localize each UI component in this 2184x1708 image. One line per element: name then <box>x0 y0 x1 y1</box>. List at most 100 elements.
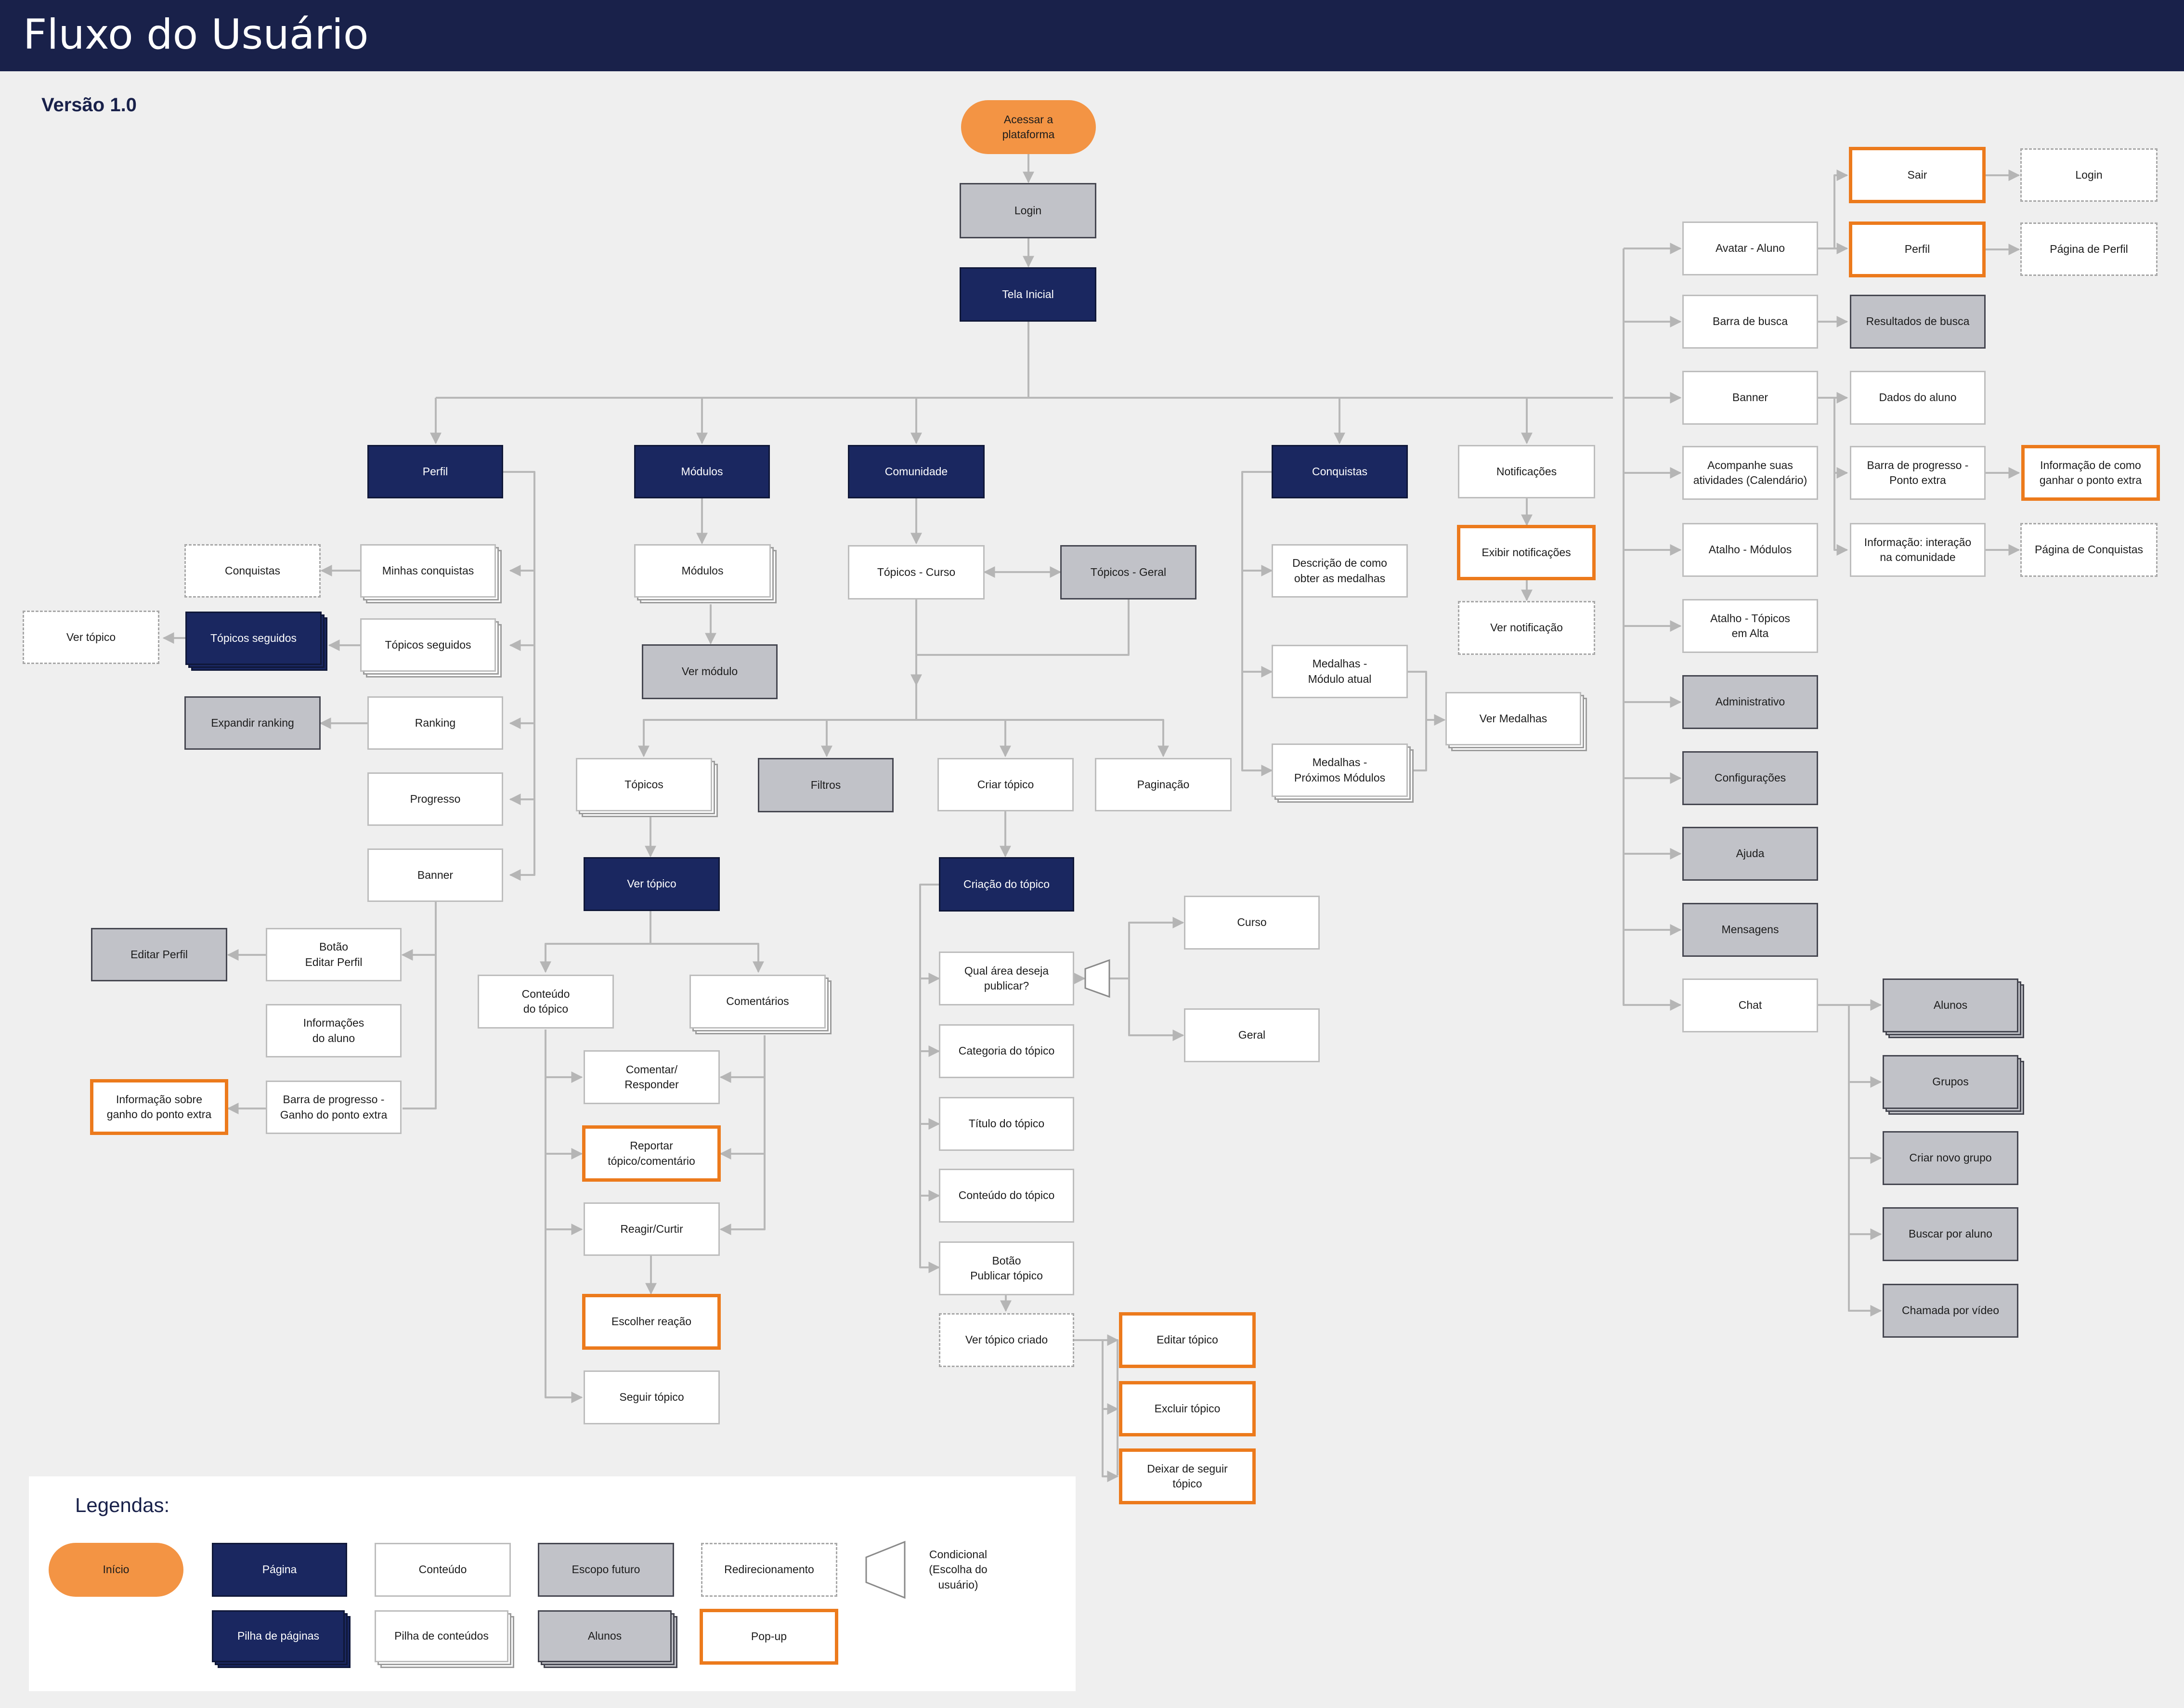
header-bar: Fluxo do Usuário <box>0 0 2184 71</box>
popup-reportar[interactable]: Reportar tópico/comentário <box>582 1125 721 1182</box>
redirect-pagina-perfil[interactable]: Página de Perfil <box>2020 222 2158 276</box>
node-medalhas-atual[interactable]: Medalhas - Módulo atual <box>1272 645 1408 698</box>
node-topicos-curso[interactable]: Tópicos - Curso <box>848 545 985 600</box>
node-modulos-list[interactable]: Módulos <box>634 544 771 598</box>
node-login[interactable]: Login <box>960 183 1096 238</box>
node-topicos-seguidos[interactable]: Tópicos seguidos <box>360 618 496 672</box>
legend-alunos: Alunos <box>538 1610 672 1662</box>
node-titulo-topico[interactable]: Título do tópico <box>939 1097 1074 1151</box>
node-barra-progresso-ponto[interactable]: Barra de progresso - Ponto extra <box>1850 446 1986 500</box>
node-conquistas[interactable]: Conquistas <box>1272 445 1408 498</box>
node-info-interacao[interactable]: Informação: interação na comunidade <box>1850 523 1986 577</box>
version-label: Versão 1.0 <box>41 94 137 116</box>
legend-pilha-conteudos: Pilha de conteúdos <box>375 1610 508 1662</box>
popup-info-ganho-ponto[interactable]: Informação sobre ganho do ponto extra <box>90 1079 228 1135</box>
redirect-ver-topico[interactable]: Ver tópico <box>23 611 159 664</box>
node-expandir-ranking[interactable]: Expandir ranking <box>184 696 321 750</box>
node-perfil[interactable]: Perfil <box>367 445 503 498</box>
legend-title: Legendas: <box>75 1494 170 1516</box>
legend-panel: Legendas: Início Página Conteúdo Escopo … <box>29 1476 1076 1691</box>
node-ver-medalhas[interactable]: Ver Medalhas <box>1445 692 1581 745</box>
start-acessar-plataforma[interactable]: Acessar a plataforma <box>961 100 1096 154</box>
node-botao-publicar[interactable]: Botão Publicar tópico <box>939 1241 1074 1295</box>
popup-escolher-reacao[interactable]: Escolher reação <box>582 1294 721 1350</box>
node-administrativo[interactable]: Administrativo <box>1682 675 1818 729</box>
popup-exibir-notificacoes[interactable]: Exibir notificações <box>1457 525 1596 580</box>
legend-conteudo: Conteúdo <box>375 1543 511 1597</box>
legend-pagina: Página <box>212 1543 347 1597</box>
legend-escopo-futuro: Escopo futuro <box>538 1543 674 1597</box>
node-editar-perfil[interactable]: Editar Perfil <box>91 928 227 981</box>
node-barra-progresso-perfil[interactable]: Barra de progresso - Ganho do ponto extr… <box>266 1081 402 1134</box>
node-resultados-busca[interactable]: Resultados de busca <box>1850 295 1986 349</box>
node-chamada-video[interactable]: Chamada por vídeo <box>1883 1284 2018 1338</box>
node-barra-busca[interactable]: Barra de busca <box>1682 295 1818 349</box>
node-descricao-medalhas[interactable]: Descrição de como obter as medalhas <box>1272 544 1408 598</box>
redirect-ver-topico-criado[interactable]: Ver tópico criado <box>939 1313 1074 1367</box>
legend-condicional: Condicional (Escolha do usuário) <box>929 1548 988 1591</box>
node-qual-area[interactable]: Qual área deseja publicar? <box>939 952 1074 1005</box>
legend-conditional-shape <box>865 1540 906 1599</box>
node-dados-aluno[interactable]: Dados do aluno <box>1850 371 1986 425</box>
node-atalho-modulos[interactable]: Atalho - Módulos <box>1682 523 1818 577</box>
popup-perfil[interactable]: Perfil <box>1849 222 1986 277</box>
node-acompanhe-atividades[interactable]: Acompanhe suas atividades (Calendário) <box>1682 446 1818 500</box>
node-notificacoes[interactable]: Notificações <box>1458 445 1595 498</box>
node-geral[interactable]: Geral <box>1184 1008 1320 1062</box>
node-conteudo-topico[interactable]: Conteúdo do tópico <box>478 975 614 1029</box>
conditional-shape <box>1084 959 1110 998</box>
node-chat-alunos[interactable]: Alunos <box>1883 978 2018 1032</box>
node-ranking[interactable]: Ranking <box>367 696 503 750</box>
node-topicos-geral[interactable]: Tópicos - Geral <box>1060 545 1196 600</box>
node-modulos[interactable]: Módulos <box>634 445 770 498</box>
redirect-ver-notificacao[interactable]: Ver notificação <box>1458 601 1595 655</box>
node-banner-home[interactable]: Banner <box>1682 371 1818 425</box>
page-topicos-seguidos[interactable]: Tópicos seguidos <box>185 612 322 665</box>
node-banner-perfil[interactable]: Banner <box>367 848 503 902</box>
node-filtros[interactable]: Filtros <box>758 758 894 812</box>
node-ver-modulo[interactable]: Ver módulo <box>642 644 778 699</box>
node-categoria-topico[interactable]: Categoria do tópico <box>939 1024 1074 1078</box>
node-tela-inicial[interactable]: Tela Inicial <box>960 267 1096 322</box>
node-comentar-responder[interactable]: Comentar/ Responder <box>584 1050 720 1104</box>
node-progresso[interactable]: Progresso <box>367 772 503 826</box>
node-criar-topico[interactable]: Criar tópico <box>937 758 1074 811</box>
page-title: Fluxo do Usuário <box>23 11 369 59</box>
popup-editar-topico[interactable]: Editar tópico <box>1119 1312 1256 1368</box>
node-ver-topico[interactable]: Ver tópico <box>584 857 720 911</box>
node-informacoes-aluno[interactable]: Informações do aluno <box>266 1004 402 1057</box>
redirect-conquistas[interactable]: Conquistas <box>184 544 321 598</box>
node-conteudo-do-topico[interactable]: Conteúdo do tópico <box>939 1169 1074 1223</box>
redirect-pagina-conquistas[interactable]: Página de Conquistas <box>2020 523 2158 577</box>
node-chat[interactable]: Chat <box>1682 978 1818 1032</box>
node-atalho-topicos[interactable]: Atalho - Tópicos em Alta <box>1682 599 1818 653</box>
popup-deixar-seguir[interactable]: Deixar de seguir tópico <box>1119 1448 1256 1504</box>
node-configuracoes[interactable]: Configurações <box>1682 751 1818 805</box>
node-reagir-curtir[interactable]: Reagir/Curtir <box>584 1202 720 1256</box>
node-topicos[interactable]: Tópicos <box>576 758 712 811</box>
node-chat-grupos[interactable]: Grupos <box>1883 1055 2018 1109</box>
redirect-login[interactable]: Login <box>2020 148 2158 202</box>
node-ajuda[interactable]: Ajuda <box>1682 827 1818 881</box>
popup-sair[interactable]: Sair <box>1849 147 1986 203</box>
legend-redirecionamento: Redirecionamento <box>701 1543 837 1597</box>
legend-inicio: Início <box>49 1543 183 1597</box>
node-avatar-aluno[interactable]: Avatar - Aluno <box>1682 222 1818 275</box>
node-botao-editar-perfil[interactable]: Botão Editar Perfil <box>266 928 402 981</box>
node-criacao-topico[interactable]: Criação do tópico <box>939 857 1074 912</box>
popup-info-ganhar-ponto[interactable]: Informação de como ganhar o ponto extra <box>2021 445 2160 501</box>
legend-pilha-paginas: Pilha de páginas <box>212 1610 345 1662</box>
node-buscar-aluno[interactable]: Buscar por aluno <box>1883 1207 2018 1261</box>
node-mensagens[interactable]: Mensagens <box>1682 903 1818 957</box>
node-criar-grupo[interactable]: Criar novo grupo <box>1883 1131 2018 1185</box>
legend-popup: Pop-up <box>700 1609 838 1665</box>
node-comunidade[interactable]: Comunidade <box>848 445 985 498</box>
node-medalhas-proximos[interactable]: Medalhas - Próximos Módulos <box>1272 743 1408 797</box>
node-comentarios[interactable]: Comentários <box>689 975 826 1029</box>
node-curso[interactable]: Curso <box>1184 896 1320 950</box>
popup-excluir-topico[interactable]: Excluir tópico <box>1119 1381 1256 1436</box>
node-minhas-conquistas[interactable]: Minhas conquistas <box>360 544 496 598</box>
node-paginacao[interactable]: Paginação <box>1095 758 1232 811</box>
node-seguir-topico[interactable]: Seguir tópico <box>584 1370 720 1424</box>
